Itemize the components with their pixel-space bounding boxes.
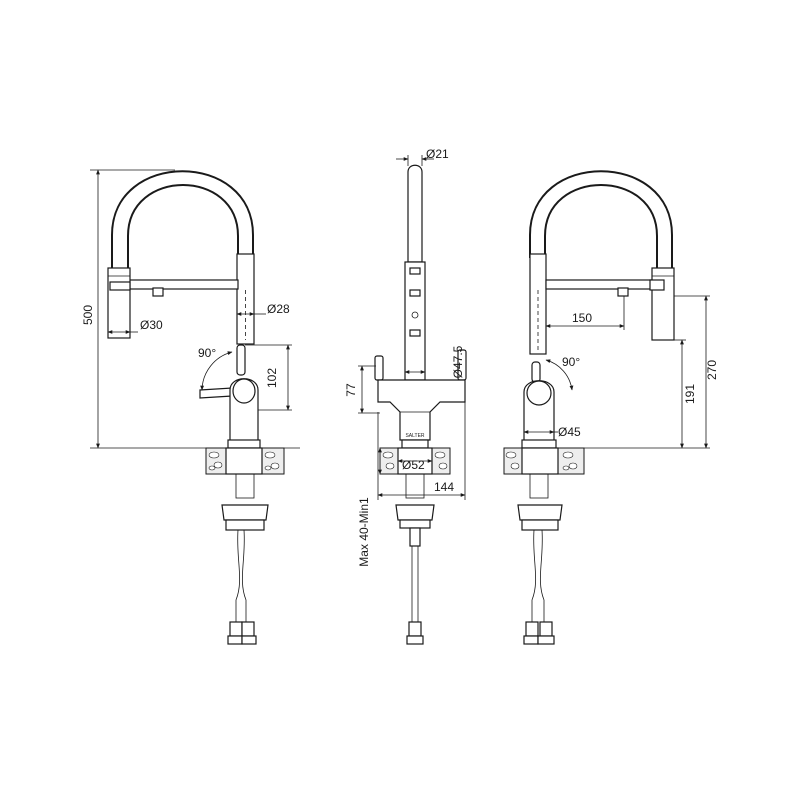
middle-mount-nut	[395, 504, 435, 521]
right-spout-arm	[545, 279, 659, 290]
dim-spout-height-191: 191	[683, 384, 697, 404]
right-spray-head	[651, 267, 675, 341]
dim-worktop-thickness: Max 40-Min1	[357, 497, 371, 567]
left-hose-outer	[111, 170, 254, 272]
middle-shank	[405, 473, 425, 499]
middle-button	[411, 311, 419, 319]
right-worktop-pebbles	[505, 451, 578, 471]
dim-neck-diameter: Ø47.5	[451, 345, 465, 378]
left-hose-a	[235, 529, 241, 628]
left-arm-button	[152, 287, 164, 297]
dim-spray-head-diameter: Ø30	[140, 318, 163, 332]
dim-base-diameter-side: Ø45	[558, 425, 581, 439]
dim-spout-reach: 150	[572, 311, 592, 325]
left-spray-head	[107, 267, 131, 339]
dim-spout-height-270: 270	[705, 360, 719, 380]
dim-base-width: 144	[434, 480, 454, 494]
right-hose-inner	[544, 184, 658, 268]
middle-worktop-pebbles	[382, 451, 448, 470]
middle-t-body	[377, 379, 466, 441]
left-lever	[236, 344, 246, 376]
left-hose-inner	[127, 184, 239, 272]
right-mount-nut	[517, 504, 563, 521]
right-arm-button	[617, 287, 629, 297]
dim-lever-rotation-left: 90°	[198, 346, 216, 360]
right-hose-a	[531, 529, 537, 628]
dim-spout-tube-diameter: Ø21	[426, 147, 449, 161]
dim-lever-rotation-right: 90°	[562, 355, 580, 369]
right-view: 150 90° 191 270 Ø45	[503, 170, 719, 645]
middle-view: SALTER Ø21 77 Ø47.5	[344, 147, 467, 645]
dim-total-height: 500	[81, 305, 95, 325]
right-shank	[529, 473, 549, 499]
right-hose-outer	[529, 170, 673, 268]
middle-spout-tube	[407, 164, 423, 263]
left-side-handle	[199, 387, 233, 399]
right-rotation-arc	[545, 359, 574, 391]
middle-logo: SALTER	[405, 433, 424, 439]
right-lever	[531, 361, 541, 383]
dim-base-diameter-front: Ø52	[402, 458, 425, 472]
dim-lever-height: 102	[265, 368, 279, 388]
dim-side-body-height: 77	[344, 383, 358, 397]
middle-lever-left	[374, 355, 384, 381]
left-shank	[235, 473, 255, 499]
left-rotation-arc	[200, 351, 233, 391]
left-worktop-pebbles	[208, 451, 280, 471]
left-view: 500 Ø30 Ø28 90° 102	[81, 169, 300, 645]
right-hose-b	[539, 529, 545, 628]
dim-body-diameter-upper: Ø28	[267, 302, 290, 316]
left-mount-nut	[221, 504, 269, 521]
left-hose-b	[241, 529, 247, 628]
middle-column	[404, 261, 426, 381]
